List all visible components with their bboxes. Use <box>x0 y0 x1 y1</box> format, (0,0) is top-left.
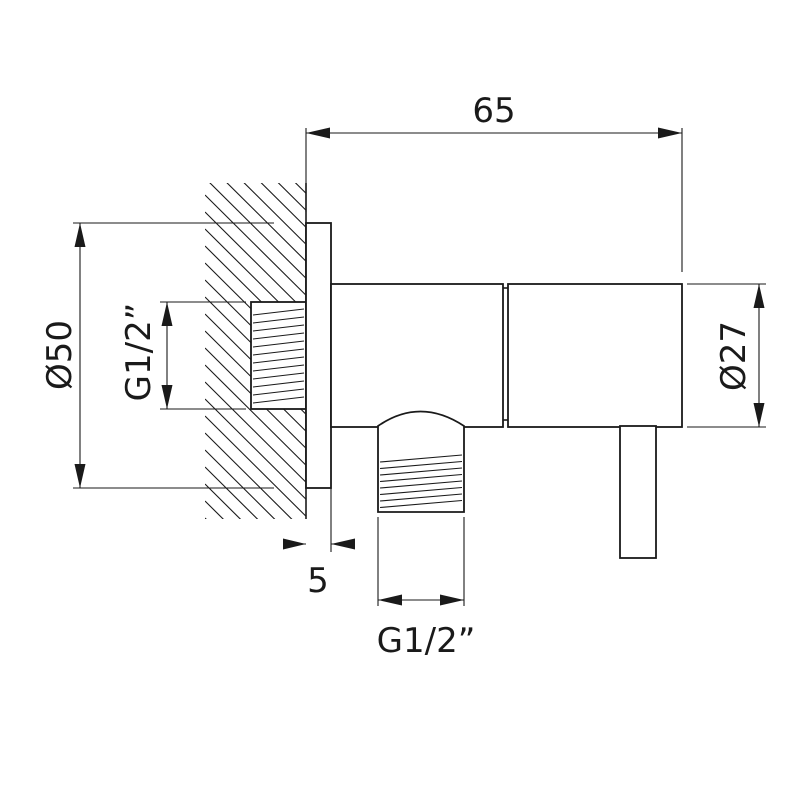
outlet-thread-line <box>379 454 463 463</box>
inlet-thread-line <box>252 348 305 356</box>
inlet-thread-line <box>252 340 305 348</box>
inlet-thread-line <box>252 396 305 404</box>
hatch-line <box>205 194 306 297</box>
hatch-line <box>243 183 306 246</box>
lever-handle <box>619 425 657 559</box>
hatch-line <box>205 76 346 216</box>
hatch-line <box>205 483 242 519</box>
valve-body <box>330 283 504 428</box>
handle-cap <box>507 283 683 428</box>
inlet-thread-line <box>252 372 305 380</box>
hatch-line <box>209 183 306 280</box>
hatch-line <box>205 415 306 518</box>
hatch-line <box>226 183 306 263</box>
hatch-line <box>205 364 306 467</box>
outlet-thread-line <box>379 480 463 489</box>
hatch-line <box>205 8 346 148</box>
hatch-line <box>260 183 306 229</box>
hatch-line <box>205 42 346 182</box>
inlet-thread-line <box>252 356 305 364</box>
dimension-outlet-thread: G1/2” <box>377 517 476 661</box>
outlet-thread-line <box>379 493 463 502</box>
inlet-thread-line <box>252 308 305 316</box>
hatch-line <box>205 228 306 331</box>
hatch-line <box>205 347 306 450</box>
overall-length-label: 65 <box>472 91 515 131</box>
outlet-thread-line <box>379 460 463 470</box>
inlet-thread-line <box>252 380 305 388</box>
inlet-thread-body <box>250 301 307 410</box>
hatch-line <box>205 0 346 131</box>
hatch-line <box>205 0 346 80</box>
outlet-thread-line <box>379 473 463 483</box>
hatch-line <box>205 466 259 519</box>
outlet-thread-label: G1/2” <box>377 621 476 661</box>
hatch-line <box>205 381 306 484</box>
flange-thickness-label: 5 <box>307 561 329 601</box>
hatch-line <box>205 432 293 519</box>
inlet-thread-line <box>252 332 305 340</box>
inlet-thread-line <box>252 388 305 396</box>
hatch-line <box>205 25 346 165</box>
flange-diameter-label: Ø50 <box>40 320 80 390</box>
dimension-body-diameter: Ø27 <box>687 283 766 428</box>
hatch-line <box>205 535 346 675</box>
hatch-line <box>205 449 276 519</box>
hatch-line <box>205 398 306 501</box>
inlet-thread-line <box>252 316 305 324</box>
hatch-line <box>294 183 306 195</box>
outlet-thread-line <box>379 467 463 476</box>
outlet-connector <box>377 410 465 513</box>
hatch-line <box>205 211 306 314</box>
inlet-thread-line <box>252 364 305 372</box>
body-diameter-label: Ø27 <box>714 321 754 391</box>
inlet-thread-label: G1/2” <box>119 303 159 402</box>
inlet-thread-line <box>252 324 305 332</box>
dimension-overall-length: 65 <box>305 91 683 272</box>
outlet-thread-line <box>379 486 463 496</box>
flange <box>305 222 332 489</box>
hatch-line <box>205 0 346 114</box>
dimension-flange-diameter: Ø50 <box>40 222 274 489</box>
outlet-thread-line <box>379 499 463 509</box>
hatch-line <box>205 0 346 97</box>
hatch-line <box>205 0 346 63</box>
dimension-flange-thickness: 5 <box>283 488 355 601</box>
dimension-inlet-thread: G1/2” <box>119 301 246 410</box>
